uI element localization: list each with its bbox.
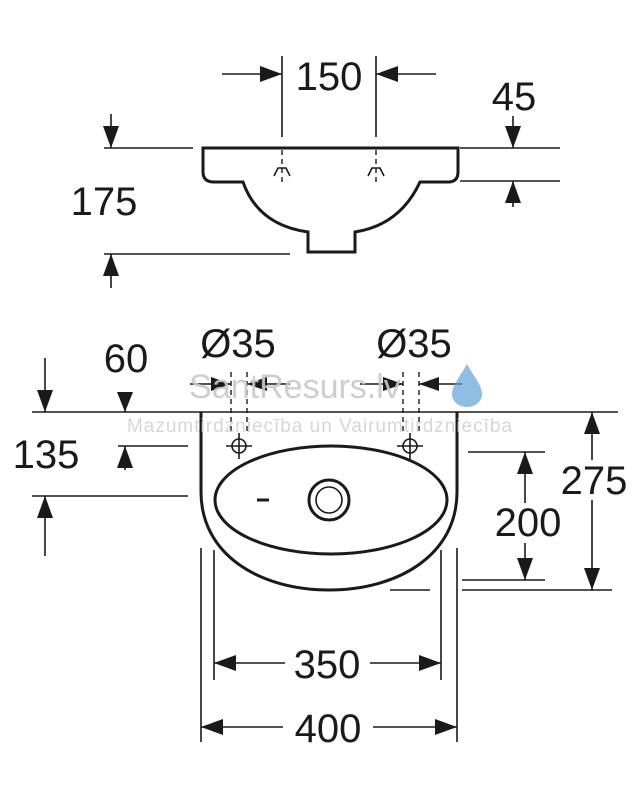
dim-400-arrow-right xyxy=(435,719,457,735)
dim-60-label: 60 xyxy=(104,337,149,381)
dim-175-label: 175 xyxy=(71,180,138,224)
dim-135-label: 135 xyxy=(13,433,80,477)
side-tap-mark-left xyxy=(273,167,291,177)
dim-45-arrow-top xyxy=(505,126,521,148)
dim-275-arrow-bottom xyxy=(584,568,600,590)
watermark-tagline: Mazumtirdzniecība un Vairumtirdzniecība xyxy=(127,416,513,437)
dim-275-arrow-top xyxy=(584,412,600,434)
dim-400-label: 400 xyxy=(295,707,362,751)
drain-outer xyxy=(307,478,351,522)
dim-200-arrow-top xyxy=(517,452,533,474)
dim-175-arrow-top xyxy=(103,126,119,148)
dim-350-arrow-right xyxy=(419,655,441,671)
mount-hole-right xyxy=(397,433,423,459)
dim-d35-right-arrow-b xyxy=(419,377,439,391)
side-basin-profile xyxy=(201,146,460,254)
drain-inner xyxy=(315,486,343,514)
dim-200-label: 200 xyxy=(495,501,562,545)
watermark-brand: SantResurs.lv xyxy=(189,368,401,406)
dim-d35-left-arrow-b xyxy=(247,377,267,391)
side-view: 150 45 175 xyxy=(71,55,560,288)
dim-d35-right-label: Ø35 xyxy=(376,322,452,366)
dim-200-arrow-bottom xyxy=(517,558,533,580)
basin-outline xyxy=(199,412,459,592)
dim-350-label: 350 xyxy=(294,643,361,687)
dim-150-arrow-right xyxy=(376,66,398,82)
dim-d35-right-arrow-a xyxy=(383,377,403,391)
dim-275-label: 275 xyxy=(561,459,628,503)
dim-60-arrow-right xyxy=(117,392,133,412)
dim-400-arrow-left xyxy=(201,719,223,735)
watermark: SantResurs.lv Mazumtirdzniecība un Vairu… xyxy=(127,364,513,437)
basin-bowl xyxy=(213,444,449,556)
dim-135-arrow-bottom xyxy=(37,496,53,518)
dim-60-arrow-left xyxy=(37,390,53,412)
dim-45-arrow-bottom xyxy=(505,181,521,203)
dim-d35-left-arrow-a xyxy=(211,377,231,391)
front-view: Ø35 Ø35 60 135 200 xyxy=(13,322,628,751)
watermark-drop-icon xyxy=(452,364,482,407)
dim-135-arrow-hole xyxy=(117,446,133,468)
side-tap-mark-right xyxy=(367,167,385,177)
dim-150-arrow-left xyxy=(260,66,282,82)
dim-d35-left-label: Ø35 xyxy=(200,322,276,366)
mount-hole-left xyxy=(226,433,252,459)
dim-350-arrow-left xyxy=(214,655,236,671)
dim-45-label: 45 xyxy=(492,75,537,119)
dim-175-arrow-bottom xyxy=(103,254,119,276)
dim-150-label: 150 xyxy=(296,55,363,99)
